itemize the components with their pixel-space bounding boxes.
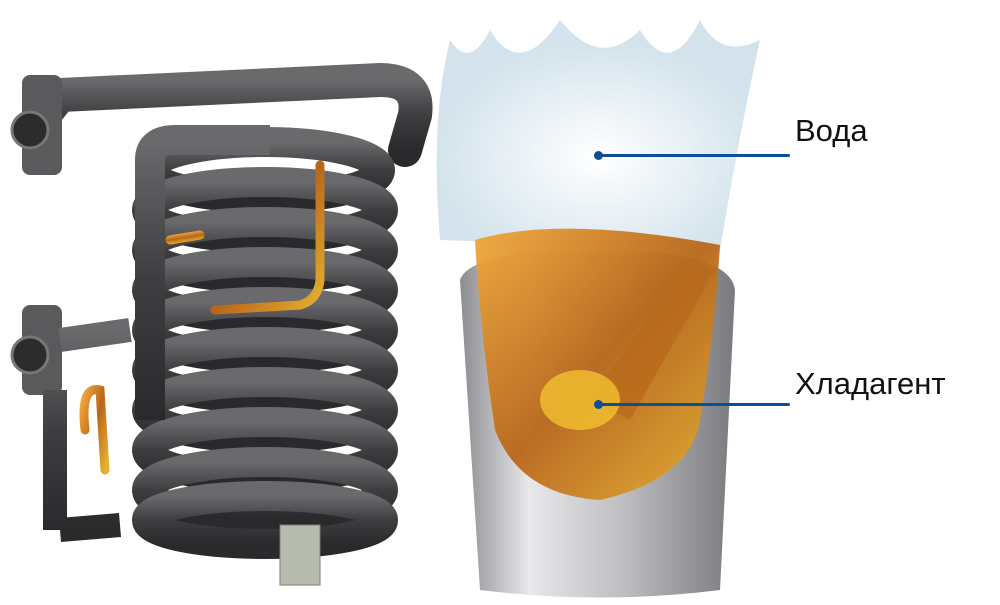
refrigerant-leader-line [598,403,790,406]
water-leader-line [598,154,790,157]
refrigerant-label: Хладагент [795,366,946,401]
refrigerant-cylinder-illustration [436,20,760,598]
water-label: Вода [795,113,868,148]
refrigerant-leader-dot [594,400,603,409]
water-leader-dot [594,151,603,160]
coil-heat-exchanger [10,62,433,586]
